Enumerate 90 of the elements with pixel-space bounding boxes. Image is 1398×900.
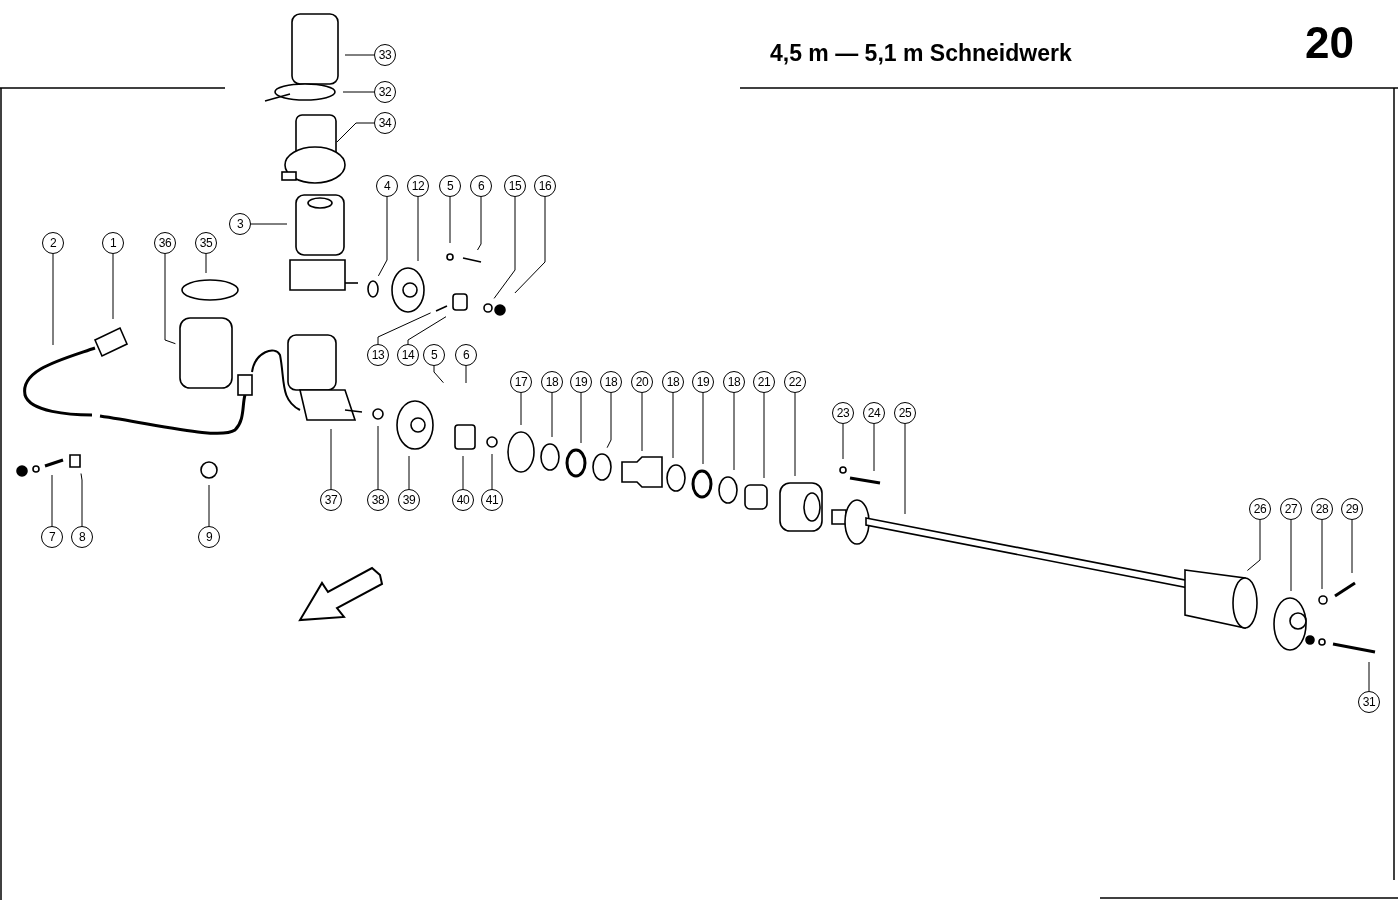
leader-line xyxy=(465,365,467,384)
leader-line xyxy=(873,423,875,472)
callout-number: 13 xyxy=(367,344,389,366)
callout-number: 5 xyxy=(423,344,445,366)
leader-line xyxy=(52,253,54,346)
leader-line xyxy=(904,423,906,515)
callout-number: 33 xyxy=(374,44,396,66)
page-title: 4,5 m — 5,1 m Schneidwerk xyxy=(770,40,1072,67)
callout-number: 40 xyxy=(452,489,474,511)
callout-number: 3 xyxy=(229,213,251,235)
leader-line xyxy=(407,316,447,345)
callout-number: 1 xyxy=(102,232,124,254)
callout-number: 18 xyxy=(662,371,684,393)
callout-number: 20 xyxy=(631,371,653,393)
leader-line xyxy=(514,196,546,294)
callout-number: 21 xyxy=(753,371,775,393)
callout-number: 32 xyxy=(374,81,396,103)
callout-number: 24 xyxy=(863,402,885,424)
leader-line xyxy=(462,455,464,490)
callout-number: 5 xyxy=(439,175,461,197)
callout-number: 14 xyxy=(397,344,419,366)
leader-line xyxy=(520,392,522,426)
leader-line xyxy=(377,425,379,490)
callout-number: 37 xyxy=(320,489,342,511)
leader-line xyxy=(842,423,844,460)
callout-number: 8 xyxy=(71,526,93,548)
leader-line xyxy=(417,196,419,262)
callout-number: 2 xyxy=(42,232,64,254)
leader-line xyxy=(1321,519,1323,590)
leader-line xyxy=(580,392,582,444)
callout-number: 15 xyxy=(504,175,526,197)
leader-line xyxy=(1246,519,1261,571)
callout-number: 4 xyxy=(376,175,398,197)
callout-number: 41 xyxy=(481,489,503,511)
callout-number: 36 xyxy=(154,232,176,254)
callout-number: 16 xyxy=(534,175,556,197)
page-number: 20 xyxy=(1305,18,1354,68)
leader-line xyxy=(606,392,612,449)
leader-line xyxy=(1290,519,1292,592)
callout-number: 18 xyxy=(723,371,745,393)
callout-number: 39 xyxy=(398,489,420,511)
leader-line xyxy=(205,253,207,274)
callout-number: 7 xyxy=(41,526,63,548)
leader-line xyxy=(702,392,704,465)
leader-line xyxy=(377,196,388,277)
leader-line xyxy=(493,196,516,299)
leader-line xyxy=(250,223,288,225)
leader-line xyxy=(408,455,410,490)
leader-line xyxy=(1368,661,1370,692)
leader-line xyxy=(80,473,83,527)
leader-line xyxy=(449,196,451,244)
leader-line xyxy=(112,253,114,320)
leader-line xyxy=(164,253,176,345)
leader-line xyxy=(342,91,375,93)
leader-line xyxy=(794,392,796,477)
callout-number: 23 xyxy=(832,402,854,424)
leader-line xyxy=(733,392,735,471)
callout-number: 28 xyxy=(1311,498,1333,520)
leader-line xyxy=(344,54,375,56)
callout-number: 27 xyxy=(1280,498,1302,520)
leader-line xyxy=(672,392,674,459)
callout-number: 29 xyxy=(1341,498,1363,520)
callout-number: 19 xyxy=(692,371,714,393)
leader-line xyxy=(1351,519,1353,574)
leader-line xyxy=(477,196,482,251)
leader-line xyxy=(763,392,765,479)
callout-number: 34 xyxy=(374,112,396,134)
callout-number: 26 xyxy=(1249,498,1271,520)
callout-number: 19 xyxy=(570,371,592,393)
callout-number: 6 xyxy=(470,175,492,197)
callout-number: 22 xyxy=(784,371,806,393)
leader-line xyxy=(51,474,53,527)
leader-line xyxy=(551,392,553,438)
callout-number: 18 xyxy=(600,371,622,393)
callout-number: 31 xyxy=(1358,691,1380,713)
leader-line xyxy=(377,312,432,345)
leader-line xyxy=(433,365,444,384)
leader-line xyxy=(641,392,643,452)
leader-line xyxy=(336,122,375,143)
callout-number: 25 xyxy=(894,402,916,424)
callout-number: 17 xyxy=(510,371,532,393)
leader-line xyxy=(491,453,493,490)
callout-number: 12 xyxy=(407,175,429,197)
leader-line xyxy=(208,484,210,527)
callout-number: 38 xyxy=(367,489,389,511)
callout-number: 35 xyxy=(195,232,217,254)
callout-number: 18 xyxy=(541,371,563,393)
callout-number: 6 xyxy=(455,344,477,366)
leader-line xyxy=(330,428,332,490)
callout-number: 9 xyxy=(198,526,220,548)
